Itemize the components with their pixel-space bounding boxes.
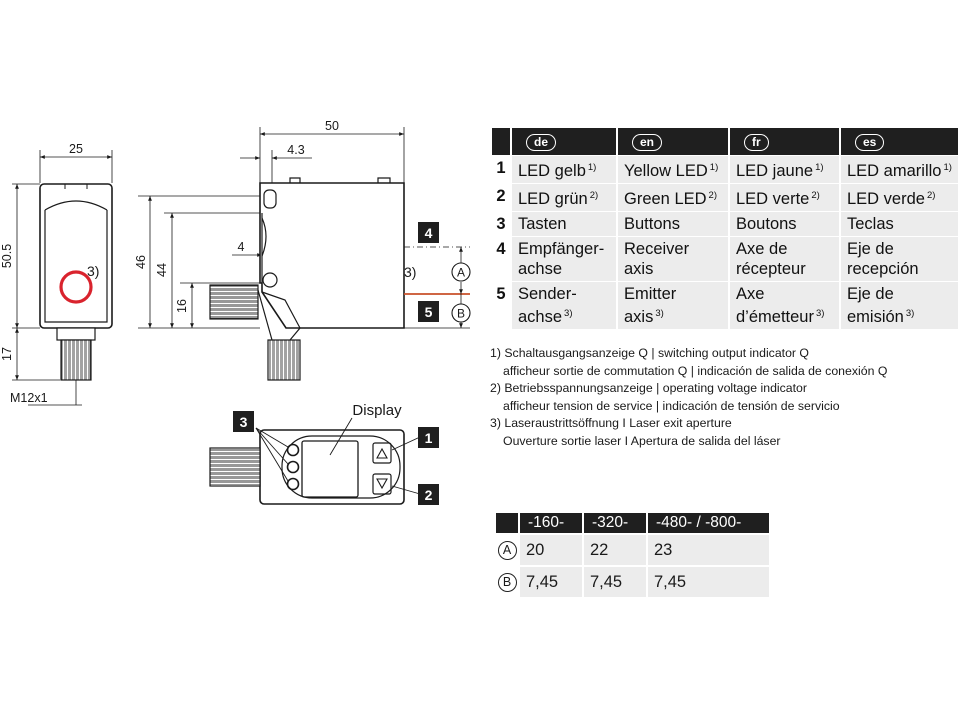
header-320: -320- [584,513,646,533]
top-view [209,417,421,505]
footnote-line: afficheur sortie de commutation Q | indi… [503,363,888,378]
table-cell: 22 [584,535,646,565]
lang-es-badge: es [855,133,885,151]
thread-label: M12x1 [10,391,48,405]
front-view [12,150,113,406]
point-a-label: A [457,266,465,280]
table-cell: Boutons [730,212,839,236]
legend-header-row: de en fr es [492,128,958,155]
receiver-marker-label: 4 [425,225,433,241]
side-gap-label: 4 [238,240,245,254]
laser-aperture-icon [59,270,93,304]
header-480-800: -480- / -800- [648,513,769,533]
table-row: B 7,45 7,45 7,45 [496,567,769,597]
display-label: Display [352,402,402,419]
button-3-icon [286,477,300,491]
led1-marker [418,427,439,448]
lang-de-badge: de [526,133,557,151]
led2-marker [418,484,439,505]
side-height46-label: 46 [134,255,148,269]
footnote-line: 2) Betriebsspannungsanzeige | operating … [490,381,807,395]
table-cell: 7,45 [520,567,582,597]
table-cell: 7,45 [584,567,646,597]
led2-marker-label: 2 [425,487,433,503]
table-cell: Buttons [618,212,728,236]
button-1-icon [286,443,300,457]
front-height-label: 50.5 [0,244,14,268]
row-number: 5 [492,282,510,329]
side-offset-label: 4.3 [287,143,304,157]
table-cell: 20 [520,535,582,565]
display-window [301,440,359,498]
row-number: 3 [492,212,510,236]
table-cell: Teclas [841,212,958,236]
front-width-label: 25 [69,142,83,156]
point-b-icon: B [497,573,517,592]
buttons-marker [233,411,254,432]
row-number: 2 [492,184,510,211]
footnote-line: 3) Laseraustrittsöffnung I Laser exit ap… [490,416,732,430]
footnote-line: afficheur tension de service | indicació… [503,398,840,413]
point-b-label: B [457,307,465,321]
table-cell: Empfänger-achse [512,237,616,281]
values-header-row: -160- -320- -480- / -800- [496,513,769,533]
side-view [138,127,471,381]
footnote-line: 1) Schaltausgangsanzeige Q | switching o… [490,346,809,360]
receiver-marker [418,222,439,243]
green-led-icon [372,473,392,495]
point-a-icon: A [497,541,517,560]
button-2-icon [286,460,300,474]
side-length-label: 50 [325,119,339,133]
side-aperture-ref: 3) [404,264,416,280]
emitter-marker-label: 5 [425,304,433,320]
lang-fr-badge: fr [744,133,769,151]
table-row: 3 Tasten Buttons Boutons Teclas [492,212,958,236]
footnotes: 1) Schaltausgangsanzeige Q | switching o… [490,345,887,450]
dimension-values-table: -160- -320- -480- / -800- A 20 22 23 B 7… [494,511,771,599]
led1-marker-label: 1 [425,430,433,446]
footnote-line: Ouverture sortie laser I Apertura de sal… [503,433,781,448]
header-160: -160- [520,513,582,533]
side-low-label: 16 [175,299,189,313]
row-number: 4 [492,237,510,281]
buttons-marker-label: 3 [240,414,248,430]
row-number: 1 [492,156,510,183]
lang-en-badge: en [632,133,663,151]
side-height44-label: 44 [155,263,169,277]
table-cell: 23 [648,535,769,565]
table-cell: Tasten [512,212,616,236]
table-cell: 7,45 [648,567,769,597]
emitter-marker [418,301,439,322]
connector-length-label: 17 [0,347,14,361]
yellow-led-icon [372,442,392,464]
table-row: A 20 22 23 [496,535,769,565]
front-aperture-ref: 3) [87,263,99,279]
